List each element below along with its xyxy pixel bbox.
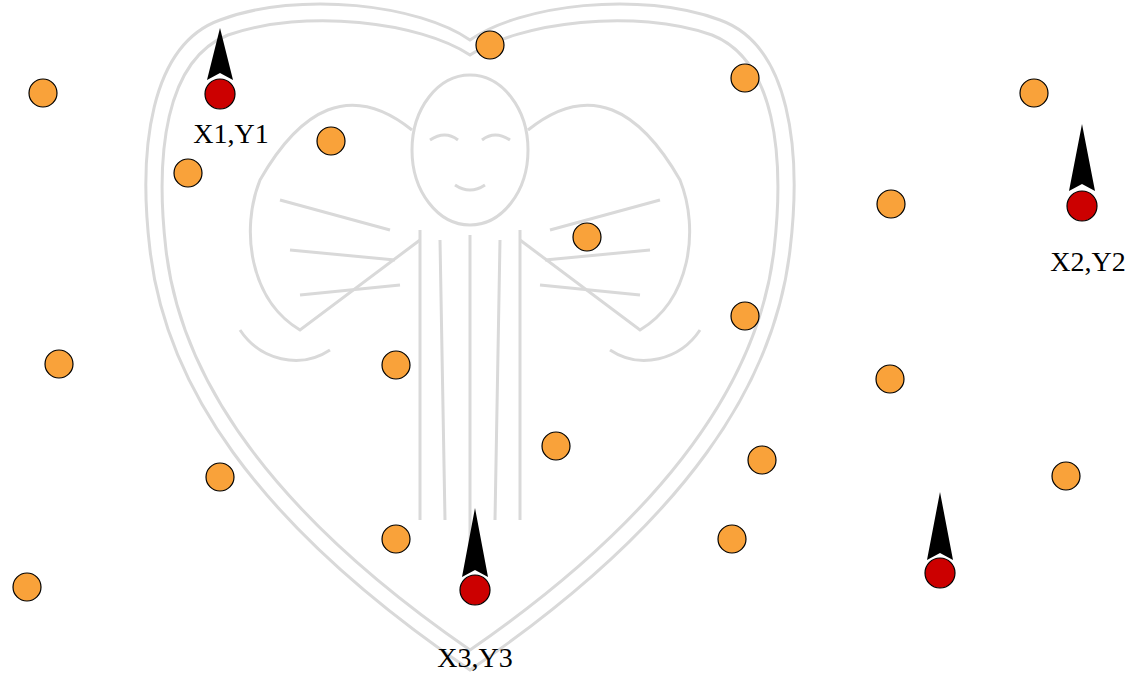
heading-arrow — [927, 492, 953, 560]
landmark-dot — [13, 573, 41, 601]
heading-arrow — [462, 508, 488, 577]
landmark-dot — [29, 79, 57, 107]
pose-label: X3,Y3 — [437, 642, 512, 674]
landmark-dot — [748, 446, 776, 474]
landmarks — [13, 31, 1080, 601]
landmark-dot — [731, 64, 759, 92]
landmark-dot — [1020, 79, 1048, 107]
pose-dot — [1067, 191, 1097, 221]
landmark-dot — [573, 223, 601, 251]
pose-label: X2,Y2 — [1050, 246, 1125, 278]
landmark-dot — [206, 463, 234, 491]
landmark-dot — [731, 302, 759, 330]
landmark-dot — [174, 159, 202, 187]
landmark-dot — [317, 127, 345, 155]
landmark-dot — [876, 365, 904, 393]
landmark-dot — [476, 31, 504, 59]
landmark-dot — [877, 190, 905, 218]
landmark-dot — [1052, 462, 1080, 490]
pose-dot — [460, 575, 490, 605]
heading-arrow — [207, 28, 233, 80]
watermark — [146, 4, 794, 670]
robot-poses — [205, 28, 1097, 605]
pose-dot — [205, 79, 235, 109]
heading-arrow — [1069, 124, 1095, 191]
pose-label: X1,Y1 — [193, 118, 268, 150]
landmark-dot — [718, 525, 746, 553]
landmark-dot — [45, 350, 73, 378]
landmark-dot — [382, 351, 410, 379]
landmark-dot — [382, 525, 410, 553]
pose-dot — [925, 558, 955, 588]
landmark-dot — [542, 432, 570, 460]
